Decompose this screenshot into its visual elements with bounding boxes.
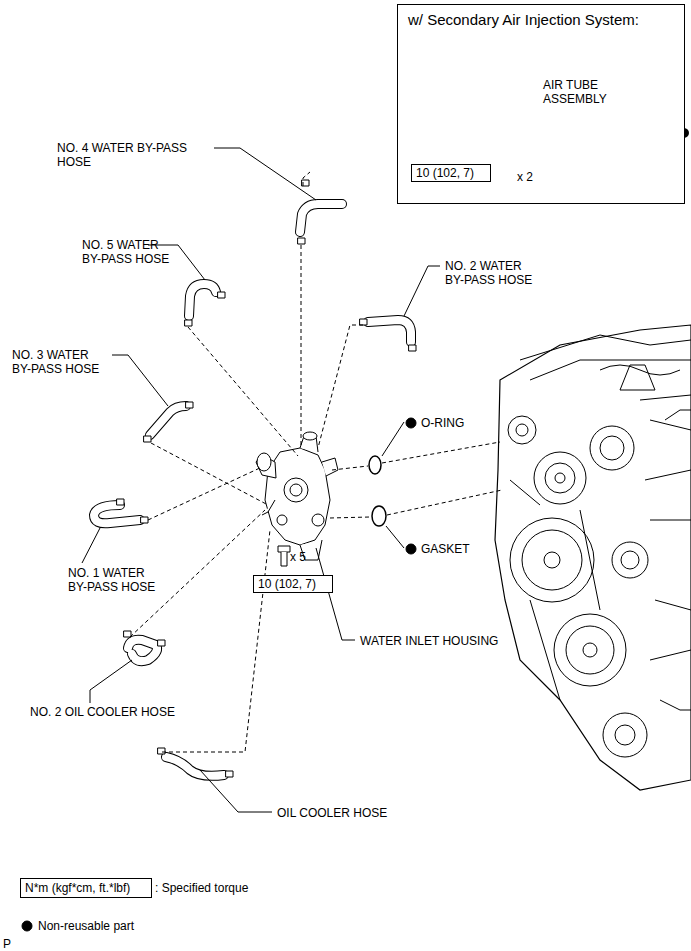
torque-box: 10 (102, 7) [411, 164, 491, 182]
legend-text: Non-reusable part [38, 919, 134, 933]
box-text: N*m (kgf*cm, ft.*lbf) [25, 881, 147, 895]
page-mark: P [3, 937, 23, 951]
legend-text: : Specified torque [155, 881, 248, 895]
non-reusable-mark [406, 418, 416, 428]
part-name: NO. 3 WATER BY-PASS HOSE [12, 348, 110, 376]
legend-torque-box: N*m (kgf*cm, ft.*lbf) [20, 878, 152, 898]
part-name: O-RING [421, 416, 481, 430]
engine-illustration [495, 325, 691, 790]
box-text: w/ Secondary Air Injection System: [408, 11, 674, 28]
gasket [372, 506, 386, 526]
quantity: x 5 [290, 550, 320, 564]
o-ring [369, 456, 381, 474]
part-name: NO. 5 WATER BY-PASS HOSE [82, 238, 174, 266]
box-text: 10 (102, 7) [258, 577, 328, 591]
quantity: x 2 [517, 170, 557, 184]
hoses [94, 180, 416, 777]
legend-dot [22, 921, 32, 931]
torque-box: 10 (102, 7) [253, 575, 333, 593]
part-name: GASKET [421, 542, 481, 556]
part-name: WATER INLET HOUSING [360, 634, 520, 648]
bolt [278, 546, 290, 566]
box-text: 10 (102, 7) [416, 166, 486, 180]
part-name: NO. 4 WATER BY-PASS HOSE [57, 141, 207, 169]
option-panel: w/ Secondary Air Injection System: 10 (10… [397, 4, 685, 204]
part-name: NO. 2 OIL COOLER HOSE [30, 705, 190, 719]
part-name: NO. 2 WATER BY-PASS HOSE [445, 259, 537, 287]
part-name: AIR TUBE ASSEMBLY [543, 78, 633, 106]
non-reusable-mark [406, 544, 416, 554]
part-name: NO. 1 WATER BY-PASS HOSE [68, 566, 160, 594]
part-name: OIL COOLER HOSE [277, 806, 417, 820]
